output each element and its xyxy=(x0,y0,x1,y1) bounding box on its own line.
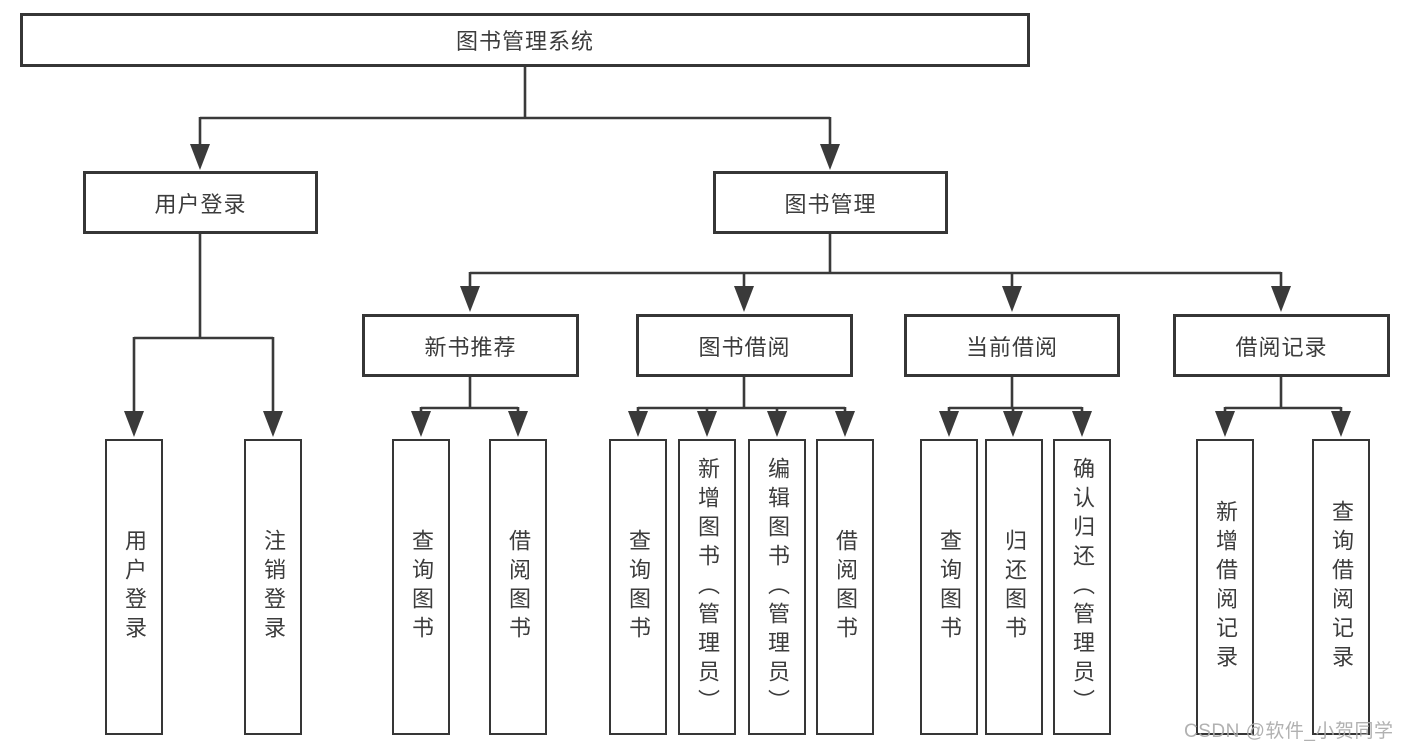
arrowhead xyxy=(697,411,717,437)
arrowhead xyxy=(1072,411,1092,437)
connector-new-book-branch xyxy=(419,377,520,416)
arrowheads xyxy=(124,144,1351,437)
node-root-system: 图书管理系统 xyxy=(20,13,1030,67)
leaf-edit-books-admin: 编辑图书（管理员） xyxy=(748,439,806,735)
connector-root-to-level1 xyxy=(198,67,832,146)
connector-book-mgmt-branch xyxy=(468,234,1283,290)
connector-borrow-record-branch xyxy=(1223,377,1343,416)
connector-paths xyxy=(132,67,1343,416)
connector-current-borrow-branch xyxy=(947,377,1084,416)
node-book-management: 图书管理 xyxy=(713,171,948,234)
arrowhead xyxy=(263,411,283,437)
arrowhead xyxy=(939,411,959,437)
node-borrow-record: 借阅记录 xyxy=(1173,314,1390,377)
arrowhead xyxy=(767,411,787,437)
node-book-borrow: 图书借阅 xyxy=(636,314,853,377)
arrowhead xyxy=(820,144,840,170)
leaf-logout: 注销登录 xyxy=(244,439,302,735)
arrowhead xyxy=(1331,411,1351,437)
arrowhead xyxy=(1002,286,1022,312)
arrowhead xyxy=(1003,411,1023,437)
node-user-login: 用户登录 xyxy=(83,171,318,234)
leaf-query-books-borrow: 查询图书 xyxy=(609,439,667,735)
leaf-query-books-recommend: 查询图书 xyxy=(392,439,450,735)
arrowhead xyxy=(628,411,648,437)
leaf-user-login: 用户登录 xyxy=(105,439,163,735)
arrowhead xyxy=(460,286,480,312)
arrowhead xyxy=(1215,411,1235,437)
arrowhead xyxy=(508,411,528,437)
leaf-borrow-books-recommend: 借阅图书 xyxy=(489,439,547,735)
arrowhead xyxy=(124,411,144,437)
arrowhead xyxy=(190,144,210,170)
leaf-query-books-current: 查询图书 xyxy=(920,439,978,735)
leaf-query-borrow-record: 查询借阅记录 xyxy=(1312,439,1370,735)
arrowhead xyxy=(411,411,431,437)
node-current-borrow: 当前借阅 xyxy=(904,314,1120,377)
node-new-book-recommend: 新书推荐 xyxy=(362,314,579,377)
leaf-borrow-books: 借阅图书 xyxy=(816,439,874,735)
arrowhead xyxy=(734,286,754,312)
arrowhead xyxy=(835,411,855,437)
connector-book-borrow-branch xyxy=(636,377,847,416)
connector-user-login-branch xyxy=(132,234,275,414)
leaf-add-books-admin: 新增图书（管理员） xyxy=(678,439,736,735)
leaf-add-borrow-record: 新增借阅记录 xyxy=(1196,439,1254,735)
arrowhead xyxy=(1271,286,1291,312)
leaf-return-books: 归还图书 xyxy=(985,439,1043,735)
csdn-watermark: CSDN @软件_小贺同学 xyxy=(1184,721,1394,742)
leaf-confirm-return-admin: 确认归还（管理员） xyxy=(1053,439,1111,735)
